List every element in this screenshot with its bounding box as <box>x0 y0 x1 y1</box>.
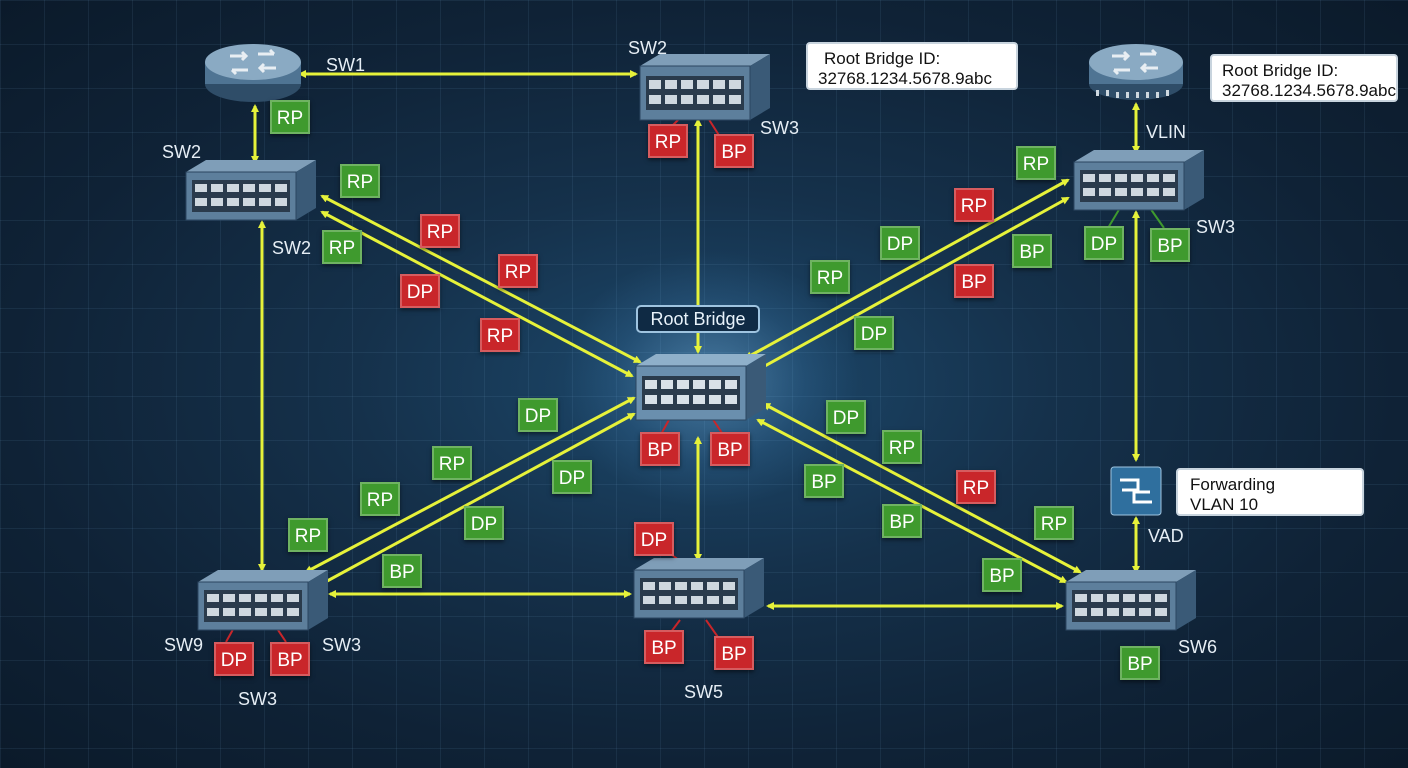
label-vad: VAD <box>1148 526 1184 546</box>
port-badge-bp: BP <box>1150 228 1190 262</box>
callout-title: Forwarding <box>1190 475 1276 494</box>
port-badge-dp: DP <box>1084 226 1124 260</box>
port-badge-rp: RP <box>810 260 850 294</box>
label-sw2-top: SW2 <box>628 38 668 58</box>
port-badge-rp: RP <box>954 188 994 222</box>
label-sw3-bottom: SW3 <box>238 689 278 709</box>
label-sw1: SW1 <box>326 55 366 75</box>
label-vlin: VLIN <box>1146 122 1187 142</box>
port-badge-bp: BP <box>270 642 310 676</box>
port-badge-dp: DP <box>518 398 558 432</box>
port-badge-bp: BP <box>954 264 994 298</box>
label-sw3-right: SW3 <box>1196 217 1236 237</box>
port-badge-rp: RP <box>288 518 328 552</box>
switch-sw9[interactable] <box>194 568 330 634</box>
port-badge-bp: BP <box>714 636 754 670</box>
callout-value: 32768.1234.5678.9abc <box>1222 81 1396 100</box>
router-right-icon[interactable] <box>1086 40 1186 104</box>
label-sw5: SW5 <box>684 682 724 702</box>
vlan-device-icon[interactable] <box>1110 466 1162 516</box>
port-badge-rp: RP <box>1016 146 1056 180</box>
port-badge-bp: BP <box>804 464 844 498</box>
switch-root-bridge[interactable] <box>632 352 768 422</box>
port-badge-rp: RP <box>432 446 472 480</box>
link-root-sw6-b <box>756 418 1068 584</box>
port-badge-rp: RP <box>648 124 688 158</box>
port-badge-dp: DP <box>880 226 920 260</box>
label-sw3-top: SW3 <box>760 118 800 138</box>
switch-sw2-left[interactable] <box>182 158 318 224</box>
port-badge-dp: DP <box>464 506 504 540</box>
port-badge-bp: BP <box>710 432 750 466</box>
label-sw3-bottom-right: SW3 <box>322 635 362 655</box>
port-badge-rp: RP <box>322 230 362 264</box>
switch-sw5[interactable] <box>630 556 766 622</box>
port-badge-rp: RP <box>1034 506 1074 540</box>
port-badge-dp: DP <box>214 642 254 676</box>
router-left-icon[interactable] <box>202 40 304 104</box>
port-badge-rp: RP <box>270 100 310 134</box>
link-root-sw9-b <box>316 412 636 588</box>
label-sw6: SW6 <box>1178 637 1218 657</box>
callout-title: Root Bridge ID: <box>824 49 941 68</box>
port-badge-bp: BP <box>982 558 1022 592</box>
label-sw2-left-lower: SW2 <box>272 238 312 258</box>
root-bridge-id-callout-right: Root Bridge ID: 32768.1234.5678.9abc <box>1210 54 1398 102</box>
port-badge-bp: BP <box>882 504 922 538</box>
port-badge-rp: RP <box>480 318 520 352</box>
link-sw2left-root-b <box>320 210 634 378</box>
port-badge-bp: BP <box>714 134 754 168</box>
port-badge-bp: BP <box>1120 646 1160 680</box>
port-badge-bp: BP <box>382 554 422 588</box>
switch-sw2-top[interactable] <box>636 52 772 122</box>
callout-value: 32768.1234.5678.9abc <box>818 69 992 88</box>
port-badge-rp: RP <box>360 482 400 516</box>
port-badge-dp: DP <box>826 400 866 434</box>
link-sw3right-root-b <box>752 196 1070 374</box>
label-sw2-left-upper: SW2 <box>162 142 202 162</box>
port-badge-rp: RP <box>340 164 380 198</box>
port-badge-bp: BP <box>640 432 680 466</box>
port-badge-rp: RP <box>498 254 538 288</box>
root-bridge-label: Root Bridge <box>636 305 760 333</box>
port-badge-bp: BP <box>644 630 684 664</box>
port-badge-rp: RP <box>420 214 460 248</box>
port-badge-dp: DP <box>854 316 894 350</box>
port-badge-rp: RP <box>882 430 922 464</box>
port-badge-bp: BP <box>1012 234 1052 268</box>
switch-sw6[interactable] <box>1062 568 1198 634</box>
port-badge-dp: DP <box>634 522 674 556</box>
label-sw9: SW9 <box>164 635 204 655</box>
forwarding-vlan-callout: Forwarding VLAN 10 <box>1176 468 1364 516</box>
callout-title: Root Bridge ID: <box>1222 61 1339 80</box>
switch-sw3-right[interactable] <box>1070 148 1206 214</box>
port-badge-rp: RP <box>956 470 996 504</box>
port-badge-dp: DP <box>400 274 440 308</box>
root-bridge-id-callout-center: Root Bridge ID: 32768.1234.5678.9abc <box>806 42 1018 90</box>
callout-value: VLAN 10 <box>1190 495 1259 514</box>
port-badge-dp: DP <box>552 460 592 494</box>
